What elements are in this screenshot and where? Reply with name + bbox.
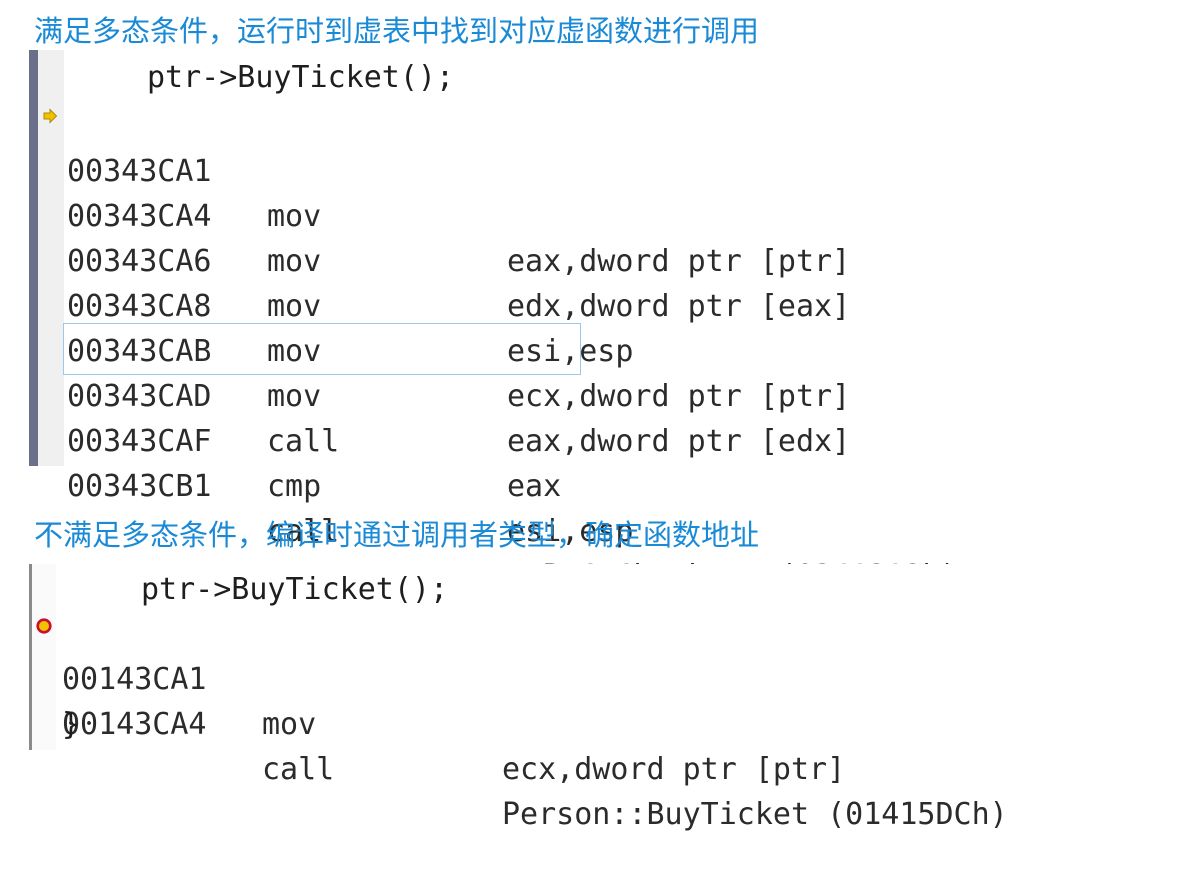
instruction-operands: Person::BuyTicket (01415DCh) xyxy=(502,797,1008,832)
instruction-operands: eax,dword ptr [ptr] xyxy=(507,244,851,279)
instruction-address: 00143CA4 xyxy=(62,707,207,742)
disasm-row-highlighted[interactable]: 00343CAD call eax xyxy=(67,329,561,504)
instruction-operands: esi,esp xyxy=(507,514,634,549)
source-line: ptr->BuyTicket(); xyxy=(147,60,455,95)
instruction-opcode: mov xyxy=(267,379,322,414)
instruction-address: 00343CAD xyxy=(67,379,212,414)
instruction-address: 00343CB1 xyxy=(67,469,212,504)
instruction-opcode: mov xyxy=(267,244,322,279)
instruction-opcode: mov xyxy=(262,707,317,742)
instruction-address: 00343CAF xyxy=(67,424,212,459)
instruction-opcode: mov xyxy=(267,289,322,324)
instruction-operands: eax,dword ptr [edx] xyxy=(507,424,851,459)
disasm-row[interactable]: 00343CAF cmp esi,esp xyxy=(67,374,633,549)
instruction-operands: esi,esp xyxy=(507,334,634,369)
instruction-address: 00343CA6 xyxy=(67,244,212,279)
caption-non-polymorphic: 不满足多态条件，编译时通过调用者类型，确定函数地址 xyxy=(34,518,760,552)
instruction-opcode: mov xyxy=(267,334,322,369)
closing-brace: } xyxy=(62,707,81,742)
instruction-opcode: call xyxy=(267,424,340,459)
editor-gutter[interactable] xyxy=(32,564,56,750)
editor-margin-bar xyxy=(29,50,38,466)
instruction-address: 00343CA4 xyxy=(67,199,212,234)
source-line: ptr->BuyTicket(); xyxy=(141,572,449,607)
instruction-address: 00343CA8 xyxy=(67,289,212,324)
instruction-address: 00343CAB xyxy=(67,334,212,369)
instruction-opcode: call xyxy=(262,752,335,787)
disasm-row[interactable]: 00343CA1 mov eax,dword ptr [ptr] xyxy=(67,104,850,279)
disassembly-panel-virtual-call: ptr->BuyTicket(); 00343CA1 mov eax,dword… xyxy=(29,50,1029,594)
instruction-operands: ecx,dword ptr [ptr] xyxy=(502,752,846,787)
disasm-row[interactable]: 00343CAB mov eax,dword ptr [edx] xyxy=(67,284,850,459)
current-instruction-arrow-icon xyxy=(43,108,58,124)
disasm-row[interactable]: 00343CB1 call __RTC_CheckEsp (03413A2h) xyxy=(67,419,959,594)
disasm-row[interactable]: 00343CA4 mov edx,dword ptr [eax] xyxy=(67,149,850,324)
instruction-opcode: mov xyxy=(267,199,322,234)
instruction-operands: eax xyxy=(507,469,562,504)
disasm-row[interactable]: 00143CA1 mov ecx,dword ptr [ptr] xyxy=(62,612,845,787)
instruction-operands: edx,dword ptr [eax] xyxy=(507,289,851,324)
instruction-opcode: call xyxy=(267,514,340,549)
disassembly-panel-direct-call: ptr->BuyTicket(); 00143CA1 mov ecx,dword… xyxy=(29,564,1129,832)
disasm-row[interactable]: 00343CA8 mov ecx,dword ptr [ptr] xyxy=(67,239,850,414)
instruction-address: 00143CA1 xyxy=(62,662,207,697)
caption-polymorphic: 满足多态条件，运行时到虚表中找到对应虚函数进行调用 xyxy=(34,14,760,48)
instruction-address: 00343CA1 xyxy=(67,154,212,189)
disasm-row[interactable]: 00343CA6 mov esi,esp xyxy=(67,194,633,369)
highlighted-call-row xyxy=(63,323,581,375)
editor-margin-bar xyxy=(29,564,32,750)
instruction-opcode: cmp xyxy=(267,469,322,504)
breakpoint-icon[interactable] xyxy=(36,618,52,634)
instruction-operands: ecx,dword ptr [ptr] xyxy=(507,379,851,414)
disasm-row[interactable]: 00143CA4 call Person::BuyTicket (01415DC… xyxy=(62,657,1008,832)
